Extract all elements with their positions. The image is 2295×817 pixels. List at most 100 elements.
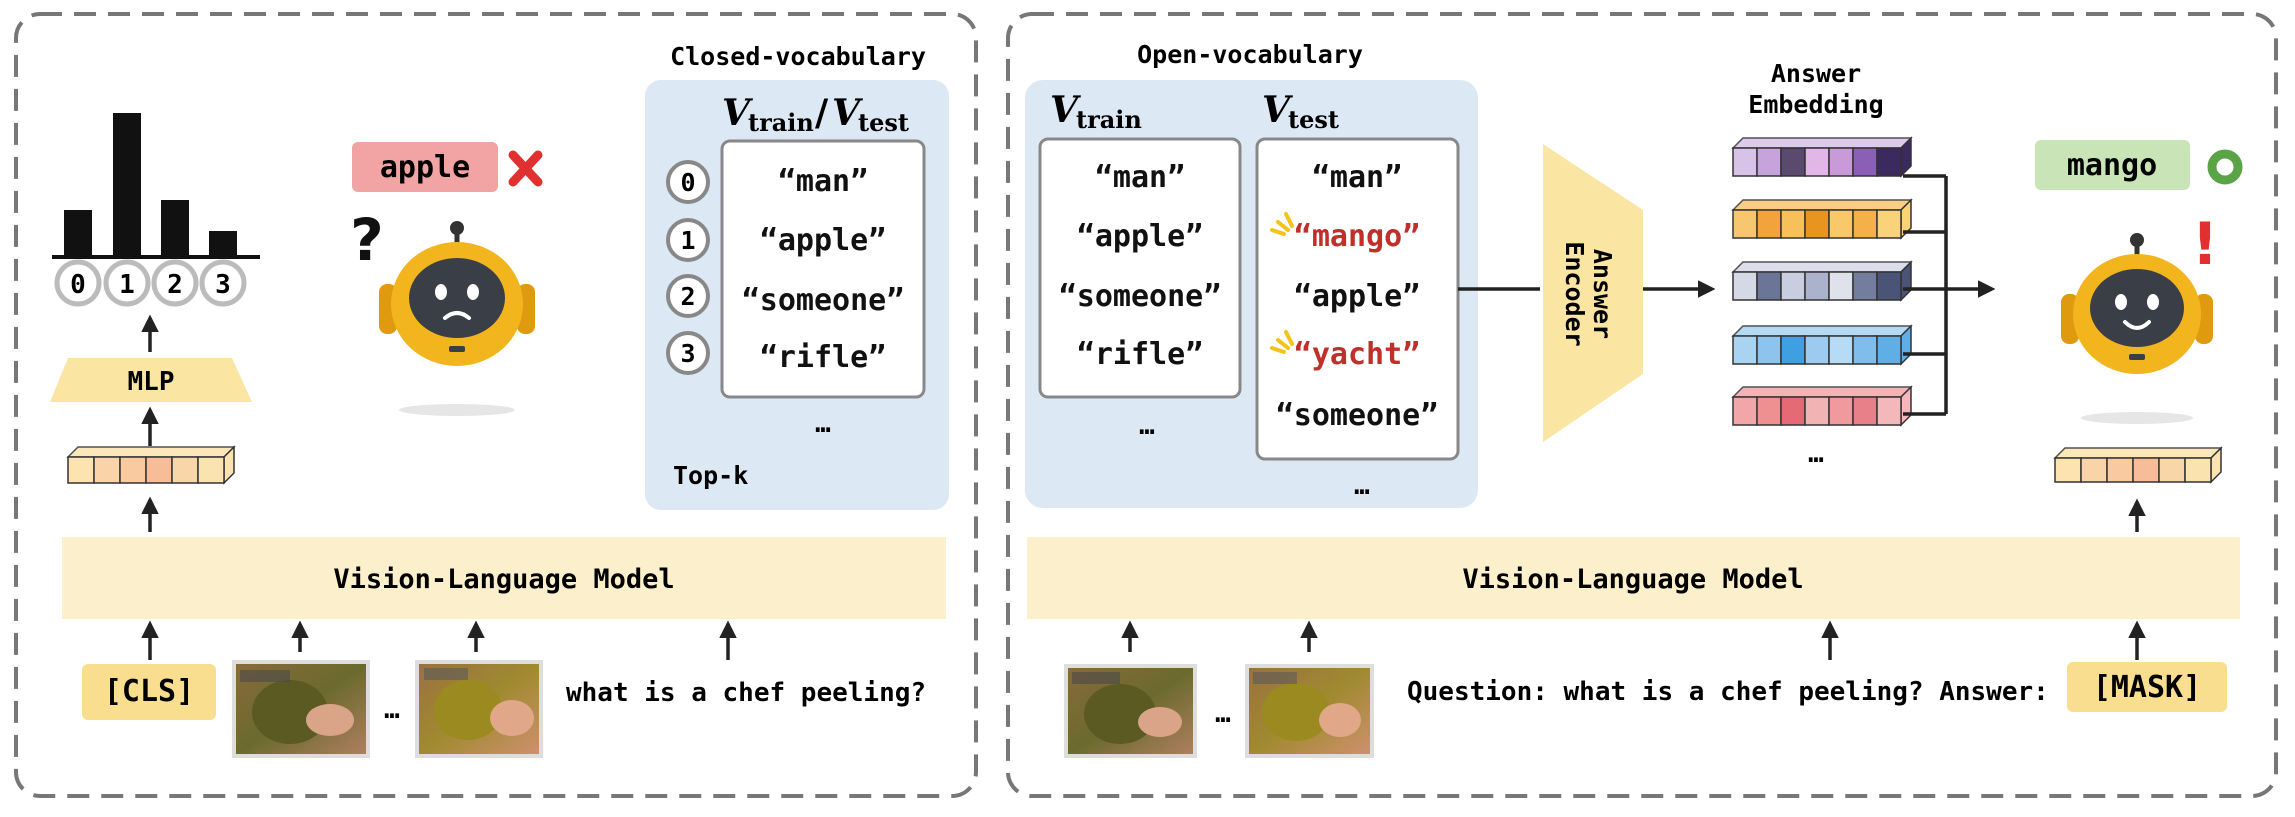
mask-embedding-cells [2053,446,2223,484]
answer-embeddings-ellipsis: … [1808,439,1824,469]
train-vocab-items: “man” “apple” “someone” “rifle” [1059,160,1222,372]
svg-text:Answer: Answer [1588,249,1617,339]
test-vocab-item-0: “man” [1312,160,1402,195]
right-question-text: Question: what is a chef peeling? Answer… [1407,677,2049,707]
left-question-text: what is a chef peeling? [566,678,926,708]
correct-answer-box [2035,140,2190,190]
svg-text:0: 0 [70,270,86,300]
robot-confused-icon [379,221,535,416]
svg-text:1: 1 [680,226,695,255]
train-vocab-item-2: “someone” [1059,279,1222,314]
test-vocab-item-3: “yacht” [1294,337,1420,372]
test-vocab-item-2: “apple” [1294,279,1420,314]
exclamation-mark: ! [2192,210,2218,278]
svg-text:3: 3 [215,270,231,300]
cls-token-box [82,664,216,720]
wrong-answer-box [352,142,498,192]
train-vocab-item-0: “man” [1095,160,1185,195]
answer-encoder-label: Answer Encoder [1560,241,1617,346]
closed-vocab-title: Closed-vocabulary [670,42,926,71]
class-index-0: 0 [54,259,102,307]
new-word-sparkle-icon [1270,330,1294,354]
cls-token-label: [CLS] [104,674,194,709]
svg-text:train: train [748,108,814,137]
wrong-answer-label: apple [380,150,470,185]
robot-happy-icon [2061,233,2213,424]
correct-mark-icon [2207,149,2243,185]
question-mark: ? [350,206,384,274]
answer-embedding-3 [1731,324,1913,366]
topk-label: Top-k [673,461,748,490]
test-vocab-item-4: “someone” [1276,398,1439,433]
test-vocab-list [1255,137,1460,461]
answer-embedding-2 [1731,260,1913,302]
answer-embedding-title-2: Embedding [1748,90,1883,119]
svg-text:2: 2 [680,282,695,311]
mask-embedding-vector [2053,446,2223,484]
svg-text:test: test [1288,105,1339,134]
video-frame-1 [232,660,370,758]
test-vocab-item-1: “mango” [1294,219,1420,254]
new-word-sparkle-icon [1270,212,1294,236]
wrong-mark-icon [508,150,543,187]
svg-text:0: 0 [680,168,695,197]
score-bar-1 [113,113,141,256]
mask-token-box [2067,662,2227,712]
answer-embedding-0 [1731,136,1913,178]
closed-vocab-index-1: 1 [666,218,710,262]
svg-text:V: V [1262,89,1293,131]
svg-text:3: 3 [680,339,695,368]
test-vocab-header: V test [1262,89,1339,134]
svg-text:/: / [815,92,829,134]
closed-vocab-items: “man”“apple”“someone”“rifle” [742,164,905,375]
closed-vocab-index-0: 0 [666,160,710,204]
svg-text:V: V [722,92,753,134]
mlp-block [50,358,252,402]
mask-token-label: [MASK] [2093,670,2201,705]
mlp-label: MLP [128,367,175,397]
embeddings-bracket [1903,174,1948,416]
class-index-circles: 0 1 2 3 [54,259,247,307]
train-vocab-item-1: “apple” [1077,219,1203,254]
cls-embedding-vector [66,445,236,485]
closed-vocab-list [720,139,926,399]
train-vocab-header: V train [1050,89,1142,134]
train-vocab-item-3: “rifle” [1077,337,1203,372]
left-frames-ellipsis: … [384,695,400,725]
right-vlm-label: Vision-Language Model [1462,564,1803,595]
left-panel-border [14,12,978,798]
closed-vocab-item-1: “apple” [760,223,886,258]
svg-text:Encoder: Encoder [1560,241,1589,346]
cls-embedding-cells [66,445,236,485]
svg-text:2: 2 [167,270,183,300]
closed-vocab-item-3: “rifle” [760,340,886,375]
class-score-bars [52,113,260,259]
right-frames-ellipsis: … [1215,699,1231,729]
svg-text:test: test [858,108,909,137]
svg-text:train: train [1076,105,1142,134]
open-vocab-title: Open-vocabulary [1137,40,1363,69]
closed-vocab-index-3: 3 [666,331,710,375]
answer-embedding-4 [1731,385,1913,427]
right-panel-border [1006,12,2278,798]
svg-text:1: 1 [119,270,135,300]
class-index-3: 3 [199,259,247,307]
closed-vocab-header: V train / V test [722,92,909,137]
answer-embedding-1 [1731,198,1913,240]
right-vlm-block [1027,537,2240,619]
closed-vocab-indices: 0 1 2 3 [666,160,710,375]
score-bar-2 [161,200,189,256]
svg-text:V: V [832,92,863,134]
closed-vocab-item-0: “man” [778,164,868,199]
train-vocab-ellipsis: … [1139,411,1155,441]
class-index-2: 2 [151,259,199,307]
answer-encoder-block [1543,144,1643,442]
score-bar-0 [64,210,92,256]
left-vlm-label: Vision-Language Model [333,564,674,595]
left-vlm-block [62,537,946,619]
closed-vocab-ellipsis: … [815,409,831,439]
test-vocab-items: “man” “mango” “apple” “yacht” “someone” [1270,160,1439,433]
test-vocab-ellipsis: … [1354,471,1370,501]
correct-answer-label: mango [2067,148,2157,183]
